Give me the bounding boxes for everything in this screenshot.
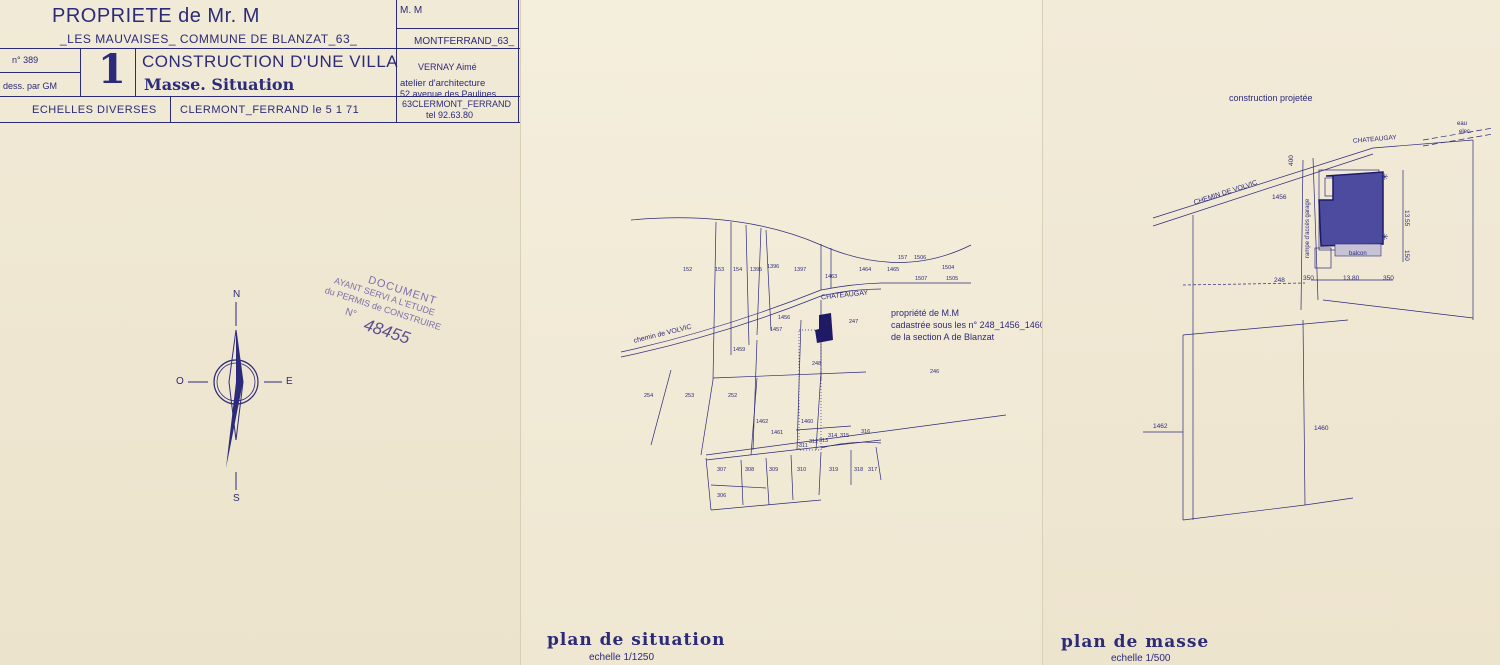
parcel-label: 246 [930,369,940,375]
dim-350-right: 350 [1383,275,1394,282]
construction-projetee-label: construction projetée [1229,93,1313,103]
tree-icon: ✳ [1381,172,1389,182]
parcel-label: 306 [717,493,727,499]
subtitle: Masse. Situation [144,75,295,94]
parcel-label: 310 [797,467,807,473]
parcel-label: 1506 [914,255,927,261]
parcel-label: 1397 [794,267,807,273]
compass-east: E [286,376,293,387]
parcel-label: 311 [799,443,808,449]
parcel-label: 1462 [756,419,769,425]
construction-title: CONSTRUCTION D'UNE VILLA [142,52,399,71]
parcel-label: 1456 [778,315,791,321]
parcel-label: 153 [715,267,725,273]
garage-access-label: rampe d'accès garage [1305,198,1311,258]
block-plan-scale: echelle 1/500 [1111,653,1171,664]
block-plan-panel: ✳ ✳ construction projetée CHEMIN DE VOLV… [1042,0,1500,665]
title-panel: PROPRIETE de Mr. M _LES MAUVAISES_ COMMU… [0,0,520,665]
parcel-label: 1464 [859,267,872,273]
architect-line2: 52 avenue des Paulines [400,89,497,99]
drawn-by: dess. par GM [3,81,58,91]
property-label-line1: propriété de M.M [891,308,960,318]
parcel-label: 1459 [733,347,746,353]
parcel-label: 252 [728,393,738,399]
parcel-label: 1396 [767,264,780,270]
compass-west: O [176,376,184,387]
parcel-label: 152 [683,267,693,273]
drawing-number: n° 389 [12,55,39,65]
parcel-label: 317 [868,467,878,473]
situation-plan-panel: chemin de VOLVIC CHATEAUGAY propriété de… [520,0,1070,665]
compass-north: N [233,289,241,300]
parcel-label: 308 [745,467,755,473]
parcel-1460: 1460 [1314,425,1329,432]
compass-rose-icon [188,302,282,490]
dim-350-left: 350 [1303,275,1314,282]
dim-13-80: 13.80 [1343,275,1360,282]
scales-label: ECHELLES DIVERSES [32,104,157,116]
parcel-label: 307 [717,467,727,473]
parcel-label: 247 [849,319,859,325]
compass-south: S [233,493,240,504]
balcon-label: balcon [1349,251,1367,257]
property-title: PROPRIETE de Mr. M [52,5,260,27]
parcel-1462: 1462 [1153,423,1168,430]
parcel-label: 319 [829,467,839,473]
parcel-label: 1504 [942,265,955,271]
architect-name: VERNAY Aimé [418,62,477,72]
parcel-label: 315 [840,433,850,439]
parcel-label: 154 [733,267,743,273]
parcel-label: 318 [854,467,864,473]
parcel-label: 253 [685,393,695,399]
parcel-label: 1465 [887,267,900,273]
parcel-label: 309 [769,467,779,473]
parcel-label: 1461 [771,430,784,436]
dim-13-55: 13.55 [1403,210,1410,227]
parcel-label: 1457 [770,327,783,333]
property-label-line3: de la section A de Blanzat [891,332,995,342]
property-location: _LES MAUVAISES_ COMMUNE DE BLANZAT_63_ [60,32,358,46]
mm-label: M. M [400,5,423,16]
parcel-label: 314 [828,433,838,439]
parcel-248: 248 [1274,277,1285,284]
architect-line3: 63CLERMONT_FERRAND [402,99,512,109]
architect-line1: atelier d'architecture [400,78,486,89]
parcel-label: 254 [644,393,654,399]
parcel-label: 1395 [750,267,763,273]
parcel-label: 248 [812,361,822,367]
parcel-label: 313 [819,438,829,444]
dim-150: 150 [1403,250,1410,261]
parcel-label: 1460 [801,419,814,425]
parcel-1456: 1456 [1272,194,1287,201]
block-plan-title: plan de masse [1061,632,1210,652]
dim-400: 400 [1288,155,1295,166]
parcel-label: 1505 [946,276,959,282]
city-label: MONTFERRAND_63_ [414,36,515,47]
tree-icon: ✳ [1381,232,1389,242]
cadastral-map [620,217,1007,511]
date-place: CLERMONT_FERRAND le 5 1 71 [180,104,360,116]
situation-plan-scale: echelle 1/1250 [589,652,655,663]
parcel-label: 157 [898,255,908,261]
architect-tel: tel 92.63.80 [426,110,474,120]
situation-plan-title: plan de situation [547,630,726,650]
parcel-label: 316 [861,429,871,435]
parcel-label: 1507 [915,276,928,282]
sheet-number: 1 [98,46,126,93]
block-plan-drawing: ✳ ✳ [1143,127,1494,521]
parcel-label: 312 [809,439,819,445]
elec-label: elec. [1459,129,1472,135]
eau-label: eau [1457,121,1468,127]
property-label-line2: cadastrée sous les n° 248_1456_1460_1462 [891,320,1070,330]
parcel-label: 1463 [825,274,838,280]
